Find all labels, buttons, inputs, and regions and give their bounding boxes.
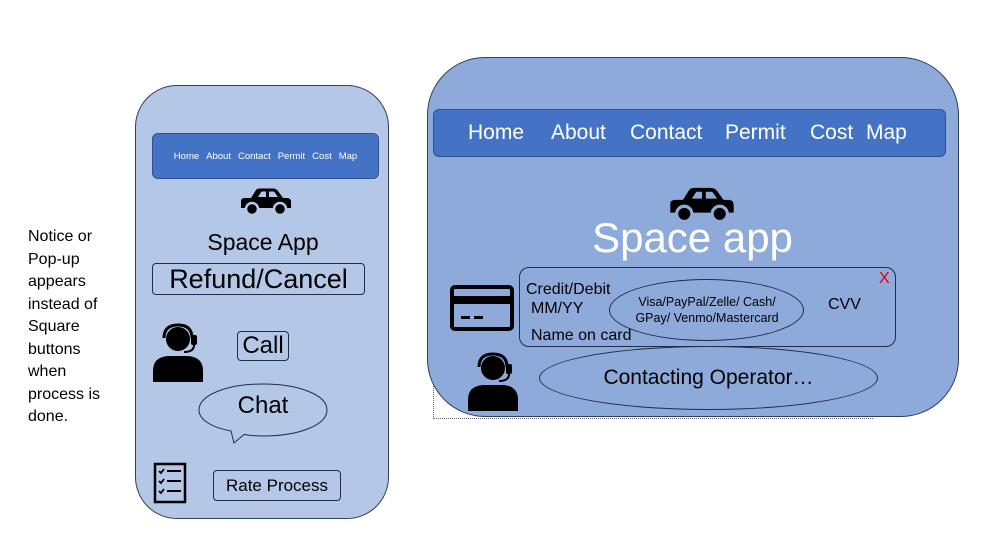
credit-card-icon xyxy=(450,285,514,331)
tablet-app-title: Space app xyxy=(592,214,793,261)
tablet-nav-bar: Home About Contact Permit Cost Map xyxy=(433,109,946,157)
nav-about[interactable]: About xyxy=(551,121,606,144)
nav-permit[interactable]: Permit xyxy=(725,121,786,144)
nav-contact[interactable]: Contact xyxy=(630,121,703,144)
note-line: when xyxy=(28,363,67,380)
nav-home[interactable]: Home xyxy=(173,150,200,162)
nav-map[interactable]: Map xyxy=(866,121,907,144)
side-note: Notice or Pop-up appears instead of Squa… xyxy=(28,226,118,429)
nav-about[interactable]: About xyxy=(206,150,231,162)
note-line: Square xyxy=(28,318,80,335)
nav-home[interactable]: Home xyxy=(468,121,525,144)
note-line: process is xyxy=(28,385,101,403)
payment-methods-oval[interactable] xyxy=(609,279,804,341)
nav-cost[interactable]: Cost xyxy=(312,150,332,162)
name-on-card-field[interactable]: Name on card xyxy=(531,327,632,344)
nav-cost[interactable]: Cost xyxy=(810,121,854,144)
phone-nav-bar: Home About Contact Permit Cost Map xyxy=(152,133,379,179)
nav-permit[interactable]: Permit xyxy=(277,150,306,162)
car-icon xyxy=(670,187,734,224)
chat-button[interactable]: Chat xyxy=(237,392,289,419)
contacting-operator-status: Contacting Operator… xyxy=(539,346,878,410)
cvv-field[interactable]: CVV xyxy=(828,296,861,313)
nav-map[interactable]: Map xyxy=(338,150,358,162)
chat-bubble-icon xyxy=(198,383,328,444)
payment-methods-line: GPay/ Venmo/Mastercard xyxy=(635,311,779,325)
note-line: Pop-up xyxy=(28,250,80,268)
payment-methods-line: Visa/PayPal/Zelle/ Cash/ xyxy=(638,295,776,309)
expiry-field[interactable]: MM/YY xyxy=(531,300,584,317)
support-agent-icon xyxy=(468,352,518,411)
close-icon[interactable]: X xyxy=(879,270,890,287)
car-icon xyxy=(241,188,291,217)
note-line: instead of xyxy=(28,295,98,313)
phone-app-title: Space App xyxy=(207,229,319,255)
note-line: buttons xyxy=(28,340,81,358)
refund-cancel-button[interactable]: Refund/Cancel xyxy=(152,263,365,295)
note-line: done. xyxy=(28,408,69,425)
note-line: appears xyxy=(28,273,86,290)
checklist-icon xyxy=(153,462,187,504)
payment-methods-text: Visa/PayPal/Zelle/ Cash/ GPay/ Venmo/Mas… xyxy=(612,294,802,326)
nav-contact[interactable]: Contact xyxy=(237,150,271,162)
note-line: Notice or xyxy=(28,228,93,245)
call-button[interactable]: Call xyxy=(237,331,289,361)
support-agent-icon xyxy=(153,323,203,382)
card-type-label: Credit/Debit xyxy=(526,281,611,298)
rate-process-button[interactable]: Rate Process xyxy=(213,470,341,501)
